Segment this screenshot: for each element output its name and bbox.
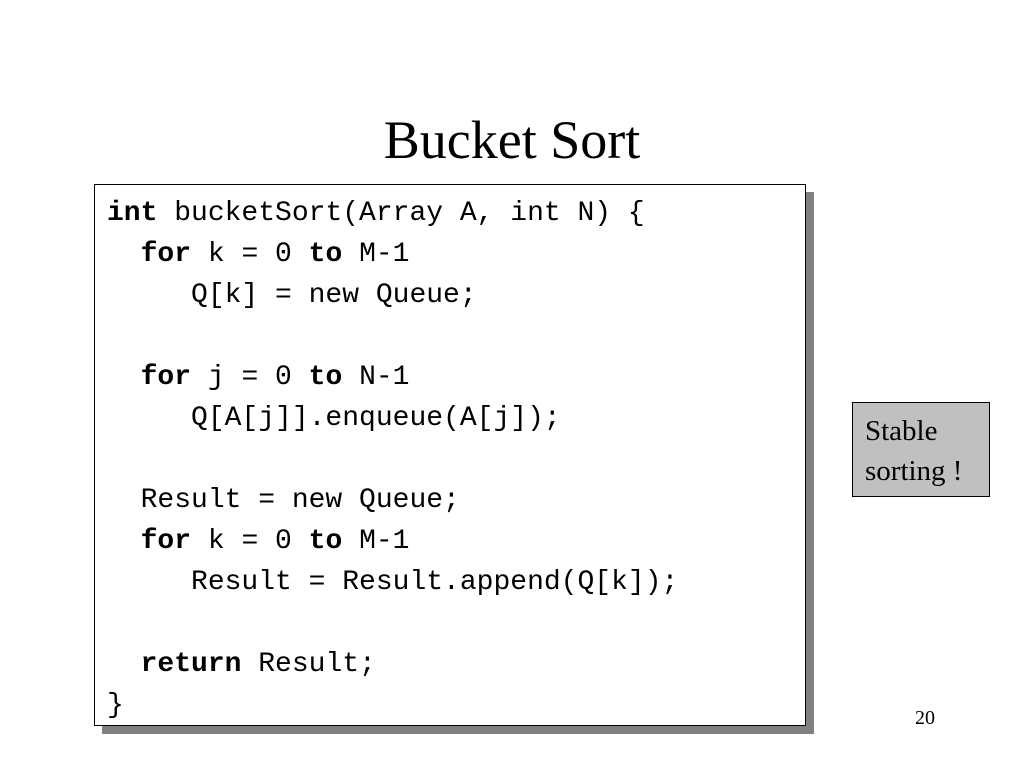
code-text: M-1 xyxy=(342,239,410,270)
note-line: Stable xyxy=(865,415,938,447)
code-keyword: to xyxy=(308,362,343,393)
code-text: Q[A[j]].enqueue(A[j]); xyxy=(107,403,561,434)
code-line: Q[A[j]].enqueue(A[j]); xyxy=(107,398,561,439)
code-text: } xyxy=(107,690,124,721)
code-line: Result = Result.append(Q[k]); xyxy=(107,562,678,603)
note-box: Stable sorting ! xyxy=(852,402,990,497)
code-keyword: to xyxy=(308,239,343,270)
code-text: Result = Result.append(Q[k]); xyxy=(107,567,679,598)
code-keyword: for xyxy=(140,239,192,270)
page-number: 20 xyxy=(915,707,935,729)
code-keyword: to xyxy=(308,526,343,557)
note-line: sorting ! xyxy=(865,455,963,487)
code-line: Result = new Queue; xyxy=(107,480,460,521)
code-text: M-1 xyxy=(342,526,410,557)
slide-title: Bucket Sort xyxy=(383,110,641,170)
code-text: Result = new Queue; xyxy=(107,485,460,516)
code-line: return Result; xyxy=(107,644,376,685)
code-line: } xyxy=(107,685,124,726)
code-text: k = 0 xyxy=(191,239,309,270)
code-line: for k = 0 to M-1 xyxy=(107,234,410,275)
code-keyword: for xyxy=(140,362,192,393)
code-keyword: int xyxy=(107,198,158,229)
code-text: k = 0 xyxy=(191,526,309,557)
code-line: for j = 0 to N-1 xyxy=(107,357,410,398)
code-text xyxy=(107,362,141,393)
code-text: j = 0 xyxy=(191,362,309,393)
code-text: bucketSort(Array A, int N) { xyxy=(157,198,645,229)
code-box: int bucketSort(Array A, int N) { for k =… xyxy=(94,184,806,726)
code-text: Q[k] = new Queue; xyxy=(107,280,477,311)
code-line: int bucketSort(Array A, int N) { xyxy=(107,193,645,234)
code-text xyxy=(107,526,141,557)
code-text: N-1 xyxy=(342,362,410,393)
code-text: Result; xyxy=(241,649,376,680)
code-keyword: for xyxy=(140,526,192,557)
code-text xyxy=(107,649,141,680)
code-text xyxy=(107,239,141,270)
code-line: Q[k] = new Queue; xyxy=(107,275,477,316)
code-keyword: return xyxy=(140,649,242,680)
code-line: for k = 0 to M-1 xyxy=(107,521,410,562)
